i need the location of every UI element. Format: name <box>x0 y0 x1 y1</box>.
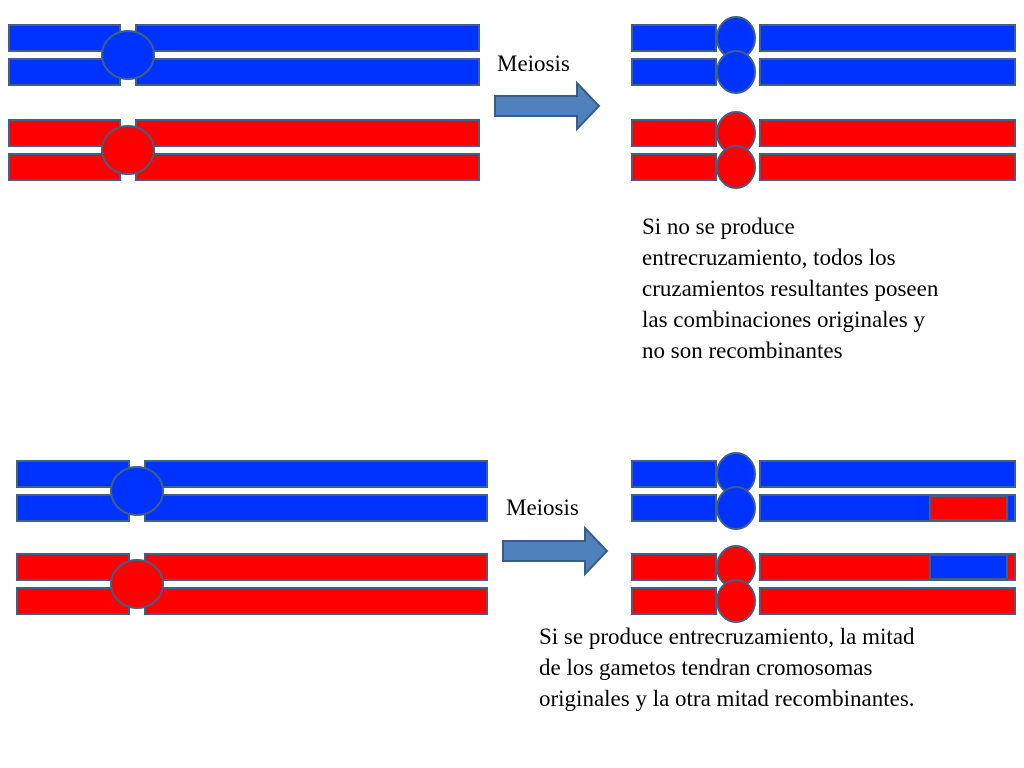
blue-gamete-centromere <box>716 486 756 530</box>
red-gamete-centromere <box>716 145 756 189</box>
blue-gamete-chromosome-long-arm <box>759 460 1016 488</box>
blue-chromatid-long-arm <box>135 24 480 52</box>
blue-gamete-chromosome-short-arm <box>631 58 717 86</box>
caption-crossover: Si se produce entrecruzamiento, la mitad… <box>539 621 1019 714</box>
red-chromatid-long-arm <box>135 153 480 181</box>
blue-centromere <box>110 466 164 516</box>
blue-gamete-chromosome-short-arm <box>631 460 717 488</box>
red-gamete-centromere <box>716 579 756 623</box>
blue-gamete-chromosome-long-arm <box>759 58 1016 86</box>
caption-line: Si no se produce <box>642 214 795 239</box>
meiosis-arrow <box>494 80 601 132</box>
blue-chromatid-long-arm <box>135 58 480 86</box>
caption-line: no son recombinantes <box>642 338 843 363</box>
red-gamete-chromosome-long-arm <box>759 153 1016 181</box>
red-recombinant-segment <box>929 495 1008 521</box>
blue-chromatid-long-arm <box>144 460 488 488</box>
blue-recombinant-segment <box>929 554 1008 580</box>
caption-line: cruzamientos resultantes poseen <box>642 276 939 301</box>
blue-chromatid-short-arm <box>8 58 121 86</box>
red-gamete-chromosome-short-arm <box>631 119 717 147</box>
blue-gamete-chromosome-short-arm <box>631 24 717 52</box>
blue-chromatid-short-arm <box>8 24 121 52</box>
caption-line: Si se produce entrecruzamiento, la mitad <box>539 624 915 649</box>
meiosis-label-top: Meiosis <box>497 51 570 76</box>
caption-no-crossover: Si no se produce entrecruzamiento, todos… <box>642 211 1022 366</box>
red-gamete-chromosome-short-arm <box>631 553 717 581</box>
red-gamete-chromosome-long-arm <box>759 119 1016 147</box>
blue-chromatid-short-arm <box>16 494 130 522</box>
caption-line: originales y la otra mitad recombinantes… <box>539 686 915 711</box>
red-centromere <box>110 559 164 609</box>
blue-chromatid-long-arm <box>144 494 488 522</box>
red-gamete-chromosome-short-arm <box>631 587 717 615</box>
red-chromatid-short-arm <box>8 119 121 147</box>
caption-line: de los gametos tendran cromosomas <box>539 655 873 680</box>
blue-gamete-centromere <box>716 50 756 94</box>
blue-gamete-chromosome-short-arm <box>631 494 717 522</box>
red-gamete-chromosome-short-arm <box>631 153 717 181</box>
red-chromatid-long-arm <box>144 587 488 615</box>
meiosis-label-bottom: Meiosis <box>506 495 579 520</box>
caption-line: las combinaciones originales y <box>642 307 925 332</box>
caption-line: entrecruzamiento, todos los <box>642 245 896 270</box>
blue-gamete-chromosome-long-arm <box>759 24 1016 52</box>
red-centromere <box>101 125 155 175</box>
red-chromatid-long-arm <box>144 553 488 581</box>
meiosis-arrow <box>502 525 609 577</box>
red-chromatid-long-arm <box>135 119 480 147</box>
red-gamete-chromosome-long-arm <box>759 587 1016 615</box>
blue-centromere <box>101 30 155 80</box>
